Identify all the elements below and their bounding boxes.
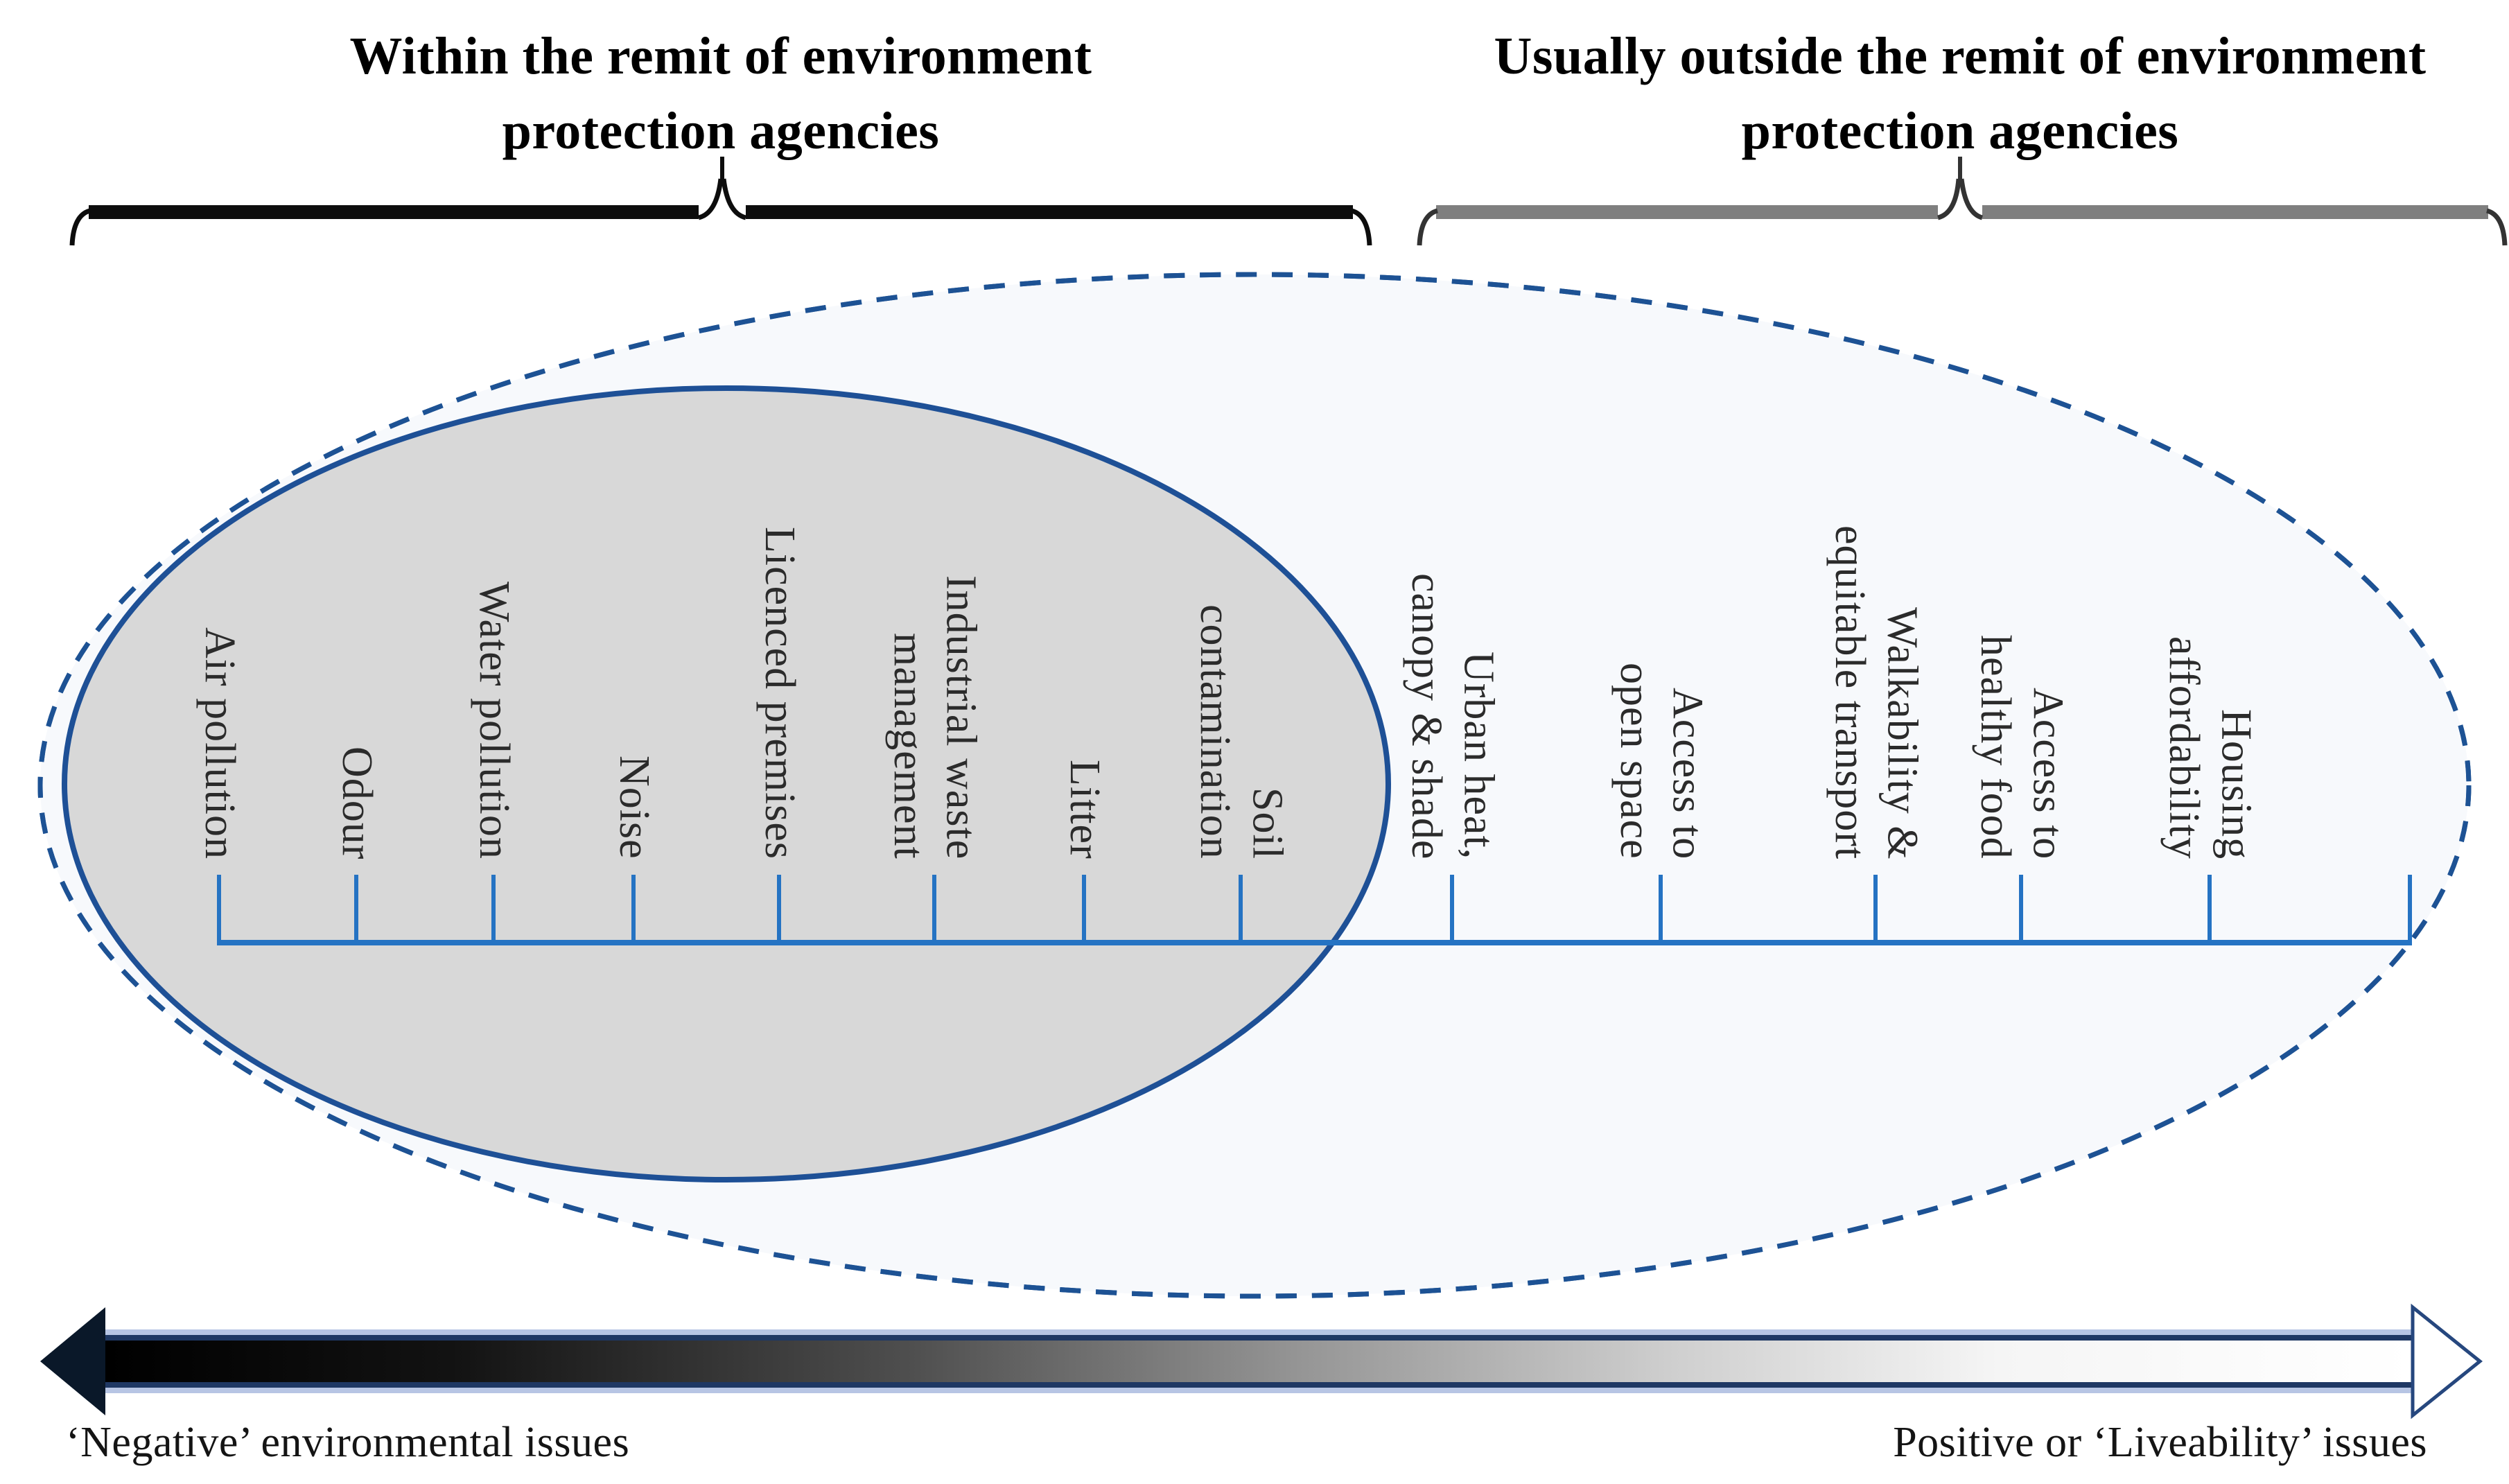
axis-tick [777,875,781,943]
axis-label: Odour [333,746,381,859]
axis-tick [2208,875,2212,943]
axis-tick [1873,875,1878,943]
arrow-shaft-pale-bottom [104,1388,2413,1393]
axis-tick [354,875,358,943]
right-arrowhead [2411,1303,2483,1420]
arrow-shaft [104,1341,2413,1382]
axis-tick [2408,875,2412,943]
within-remit-ellipse [62,385,1391,1182]
negative-issues-label: ‘Negative’ environmental issues [66,1419,630,1466]
outside-remit-ellipse-border [37,272,2472,1299]
axis-tick [2019,875,2023,943]
axis-label: Housing affordability [2160,636,2260,859]
arrow-shaft-pale-top [104,1329,2413,1335]
left-brace [69,157,1372,246]
axis-tick [217,875,221,943]
axis-label: Urban heat, canopy & shade [1403,573,1503,859]
axis-tick [932,875,936,943]
axis-label: Walkability & equitable transport [1826,525,1926,859]
heading-within-remit: Within the remit of environment protecti… [349,27,1092,160]
liveability-issues-label: Positive or ‘Liveability’ issues [1893,1419,2427,1466]
axis-label: Licenced premises [755,526,803,859]
axis-label: Noise [610,756,658,859]
axis-label: Access to healthy food [1972,635,2072,859]
axis-label: Litter [1060,760,1108,859]
axis-label: Soil contamination [1191,604,1291,859]
spectrum-axis-line [217,940,2412,945]
axis-label: Access to open space [1611,663,1711,859]
axis-tick [1659,875,1663,943]
right-brace [1417,157,2508,246]
arrow-shaft-navy-bottom [104,1382,2413,1388]
axis-label: Water pollution [470,582,518,859]
axis-tick [1239,875,1243,943]
heading-outside-remit: Usually outside the remit of environment… [1494,27,2427,160]
axis-tick [1082,875,1086,943]
axis-tick [1450,875,1454,943]
arrow-shaft-navy-top [104,1335,2413,1341]
axis-tick [631,875,636,943]
axis-label: Air pollution [195,627,243,859]
axis-tick [491,875,496,943]
axis-label: Industrial waste management [885,575,985,859]
left-arrowhead [40,1307,105,1415]
spectrum-arrow [40,1303,2483,1420]
